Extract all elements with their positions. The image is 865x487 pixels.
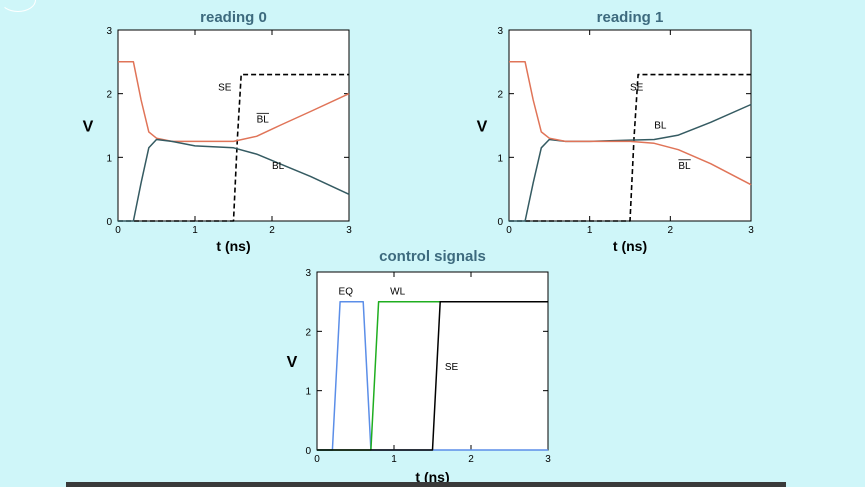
chart-1: reading 1 0 1 2 3 0 1 2 3 t (ns) V SE BL BL: [477, 9, 755, 254]
series-line-bl: [118, 138, 350, 222]
series-line-se: [118, 73, 349, 222]
x-axis-label: t (ns): [216, 238, 250, 254]
chart-2: control signals 0 1 2 3 0 1 2 3 t (ns) V EQ WL SE: [287, 248, 552, 485]
y-axis-label: V: [83, 119, 94, 136]
x-tick-label: 3: [748, 225, 754, 236]
plot-area: [117, 29, 350, 222]
x-tick-label: 1: [391, 454, 397, 465]
signal-label: SE: [218, 82, 232, 93]
x-tick-label: 0: [115, 225, 121, 236]
series-line-se: [509, 73, 751, 222]
x-axis-label: t (ns): [613, 238, 647, 254]
y-axis-label: V: [287, 354, 298, 371]
series-line-bl-bar: [118, 61, 350, 143]
y-tick-label: 2: [497, 90, 503, 101]
y-tick-label: 2: [305, 327, 311, 338]
chart-title: reading 1: [597, 9, 664, 26]
y-tick-label: 0: [497, 217, 503, 228]
plot-area: [316, 271, 549, 451]
y-tick-label: 0: [106, 217, 112, 228]
chart-title: reading 0: [200, 9, 267, 26]
x-tick-label: 2: [468, 454, 474, 465]
y-tick-label: 1: [497, 153, 503, 164]
bottom-bar: [66, 482, 786, 487]
signal-label: SE: [445, 362, 459, 373]
x-tick-label: 3: [545, 454, 551, 465]
series-line-bl-bar: [509, 61, 752, 186]
y-tick-label: 3: [497, 26, 503, 37]
x-tick-label: 1: [587, 225, 593, 236]
plot-area: [508, 29, 752, 222]
y-tick-label: 3: [305, 268, 311, 279]
signal-label: BL: [654, 121, 667, 132]
signal-label: BL: [272, 161, 285, 172]
signal-label: BL: [678, 161, 691, 172]
x-tick-label: 2: [269, 225, 275, 236]
signal-label: BL: [257, 114, 270, 125]
x-tick-label: 2: [668, 225, 674, 236]
signal-label: SE: [630, 82, 644, 93]
x-axis-label: t (ns): [415, 469, 449, 485]
x-tick-label: 0: [506, 225, 512, 236]
y-tick-label: 1: [106, 153, 112, 164]
y-tick-label: 0: [305, 446, 311, 457]
x-tick-label: 3: [346, 225, 352, 236]
x-tick-label: 1: [192, 225, 198, 236]
signal-label: WL: [390, 287, 405, 298]
signal-label: EQ: [339, 287, 354, 298]
series-line-se: [317, 300, 548, 451]
chart-title: control signals: [379, 248, 486, 265]
y-tick-label: 2: [106, 90, 112, 101]
y-tick-label: 3: [106, 26, 112, 37]
y-axis-label: V: [477, 119, 488, 136]
x-tick-label: 0: [314, 454, 320, 465]
chart-0: reading 0 0 1 2 3 0 1 2 3 t (ns) V SE BL BL: [83, 9, 353, 254]
y-tick-label: 1: [305, 387, 311, 398]
